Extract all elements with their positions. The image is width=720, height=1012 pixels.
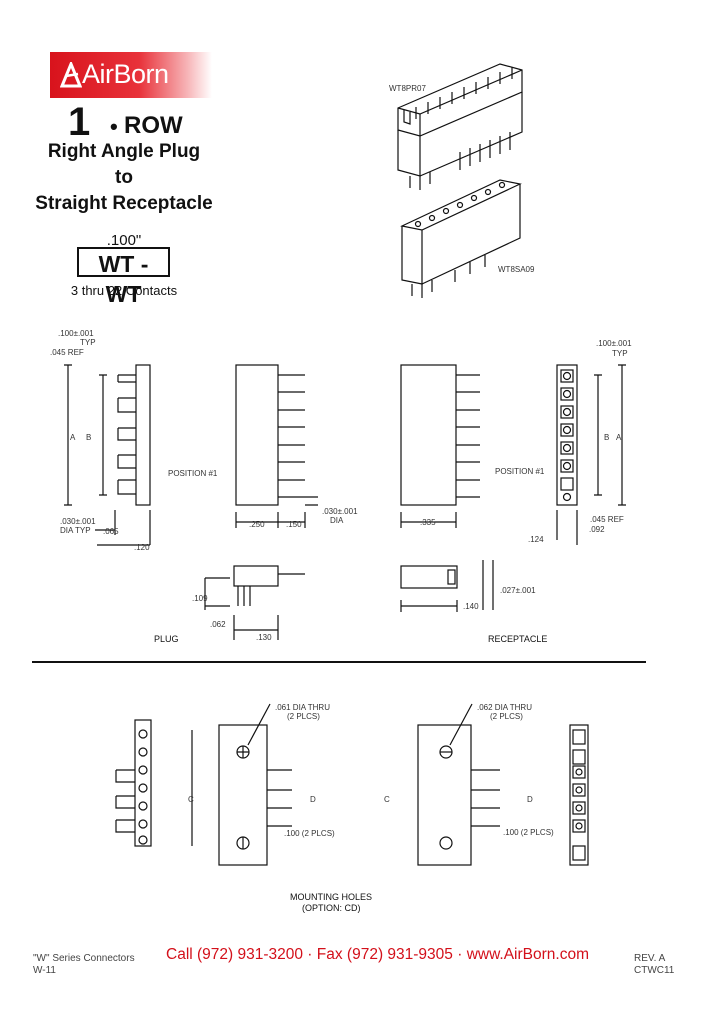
plug-caption: PLUG	[154, 634, 179, 644]
dim-typ-right: TYP	[612, 349, 628, 358]
hole-receptacle-plcs: (2 PLCS)	[490, 712, 523, 721]
dim-typ-left: TYP	[80, 338, 96, 347]
airborn-logo-icon	[60, 62, 82, 88]
receptacle-caption: RECEPTACLE	[488, 634, 548, 644]
title-line-4: Straight Receptacle	[35, 193, 213, 214]
receptacle-part-label: WT8SA09	[498, 265, 535, 274]
plug-part-label: WT8PR07	[389, 84, 426, 93]
pitch-label: .100"	[106, 232, 142, 249]
dim-109: .109	[192, 594, 208, 603]
title-line-3: to	[115, 167, 133, 188]
isometric-receptacle	[400, 179, 522, 298]
dim-124: .124	[528, 535, 544, 544]
dim-ref-left: .045 REF	[50, 348, 84, 357]
dim-140: .140	[463, 602, 479, 611]
dim-065: .065	[103, 527, 119, 536]
dim-dia-mid-2: DIA	[330, 516, 344, 525]
plug-end-view	[204, 565, 305, 640]
dim-b-left: B	[86, 433, 92, 442]
dim-pitch-right: .100±.001	[596, 339, 632, 348]
title-line-2: Right Angle Plug	[47, 141, 201, 162]
footer-series: "W" Series Connectors	[33, 953, 135, 964]
mounting-plug-side	[115, 719, 193, 847]
dim-a-right: A	[616, 433, 622, 442]
dim-027: .027±.001	[500, 586, 536, 595]
dim-a-left: A	[70, 433, 76, 442]
contacts-range: 3 thru 22 Contacts	[70, 283, 178, 298]
hole-plug-plcs: (2 PLCS)	[287, 712, 320, 721]
airborn-logo: AirBorn	[50, 52, 212, 98]
footer-contact: Call (972) 931-3200 · Fax (972) 931-9305…	[166, 946, 589, 963]
dim-250: .250	[249, 520, 265, 529]
row-count: 1	[68, 100, 91, 144]
dim-062: .062	[210, 620, 226, 629]
mounting-plug-front	[218, 703, 292, 866]
mounting-receptacle-front	[417, 703, 500, 866]
mounting-caption: MOUNTING HOLES	[290, 892, 373, 902]
pitch-plcs-right: .100 (2 PLCS)	[503, 828, 554, 837]
plug-front-view	[235, 364, 318, 528]
footer-page: W-11	[33, 965, 56, 976]
dim-150: .150	[286, 520, 302, 529]
receptacle-side-view	[400, 364, 480, 528]
footer-rev: REV. A	[634, 953, 666, 964]
hole-receptacle-label: .062 DIA THRU	[477, 703, 532, 712]
dim-dia-mid: .030±.001	[322, 507, 358, 516]
dim-b-right: B	[604, 433, 610, 442]
mounting-option: (OPTION: CD)	[302, 903, 361, 913]
position-1-left: POSITION #1	[168, 469, 218, 478]
dim-092: .092	[589, 525, 605, 534]
hole-plug-label: .061 DIA THRU	[275, 703, 330, 712]
dim-335: .335	[420, 518, 436, 527]
pitch-plcs-left: .100 (2 PLCS)	[284, 829, 335, 838]
receptacle-front-view	[556, 364, 626, 545]
dim-d-right: D	[527, 795, 533, 804]
dim-120: .120	[134, 543, 150, 552]
section-divider	[32, 661, 646, 663]
dim-d-left: D	[310, 795, 316, 804]
dim-c-left: C	[188, 795, 194, 804]
mounting-receptacle-side	[569, 724, 589, 866]
dim-ref-right: .045 REF	[590, 515, 624, 524]
receptacle-end-view	[400, 560, 494, 612]
row-label: ROW	[124, 112, 183, 139]
isometric-plug	[397, 63, 523, 190]
plug-side-view	[64, 364, 151, 546]
brand-name: AirBorn	[82, 59, 169, 89]
footer-code: CTWC11	[634, 965, 675, 976]
position-1-right: POSITION #1	[495, 467, 545, 476]
title-bullet: •	[110, 114, 118, 139]
dim-c-right: C	[384, 795, 390, 804]
dim-dia-typ-left: DIA TYP	[60, 526, 91, 535]
dim-dia-left: .030±.001	[60, 517, 96, 526]
series-box: WT - WT	[77, 247, 170, 307]
dim-pitch-left: .100±.001	[58, 329, 94, 338]
dim-130: .130	[256, 633, 272, 642]
